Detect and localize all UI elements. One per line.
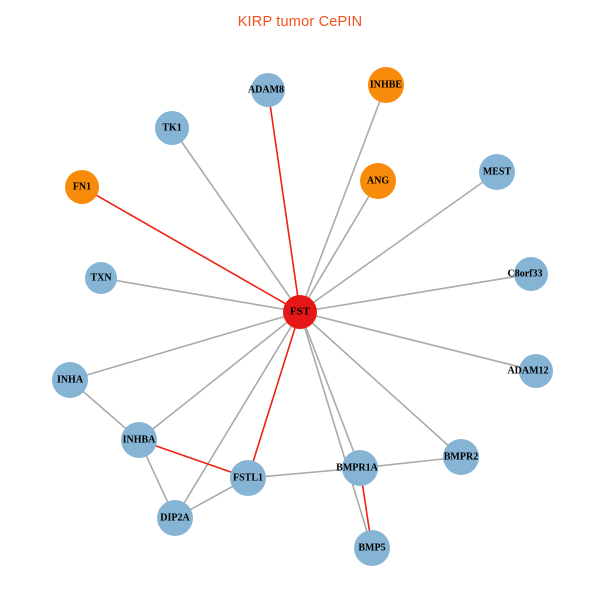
node-circle-fst[interactable] xyxy=(283,295,317,329)
edge-fst-dip2a xyxy=(174,311,301,519)
node-fst[interactable]: FST xyxy=(283,295,317,329)
node-label-inhbe: INHBE xyxy=(370,79,403,90)
node-label-fstl1: FSTL1 xyxy=(233,472,263,483)
node-label-ang: ANG xyxy=(367,175,389,186)
node-label-mest: MEST xyxy=(483,166,512,177)
node-inha[interactable]: INHA xyxy=(52,362,88,398)
node-circle-ang[interactable] xyxy=(360,163,396,199)
node-label-dip2a: DIP2A xyxy=(160,512,190,523)
edge-fst-adam12 xyxy=(299,311,537,372)
node-adam12[interactable]: ADAM12 xyxy=(507,354,553,388)
node-bmpr1a[interactable]: BMPR1A xyxy=(336,450,379,486)
node-label-fst: FST xyxy=(290,306,311,318)
edge-fst-inhba xyxy=(138,311,301,441)
node-mest[interactable]: MEST xyxy=(479,154,515,190)
node-circle-inhba[interactable] xyxy=(121,422,157,458)
node-circle-mest[interactable] xyxy=(479,154,515,190)
node-circle-inhbe[interactable] xyxy=(368,67,404,103)
edge-inhba-fstl1 xyxy=(138,439,249,479)
node-circle-dip2a[interactable] xyxy=(157,500,193,536)
edge-fst-txn xyxy=(100,277,301,313)
node-label-inhba: INHBA xyxy=(123,434,157,445)
node-circle-adam12[interactable] xyxy=(519,354,553,388)
node-inhbe[interactable]: INHBE xyxy=(368,67,404,103)
node-circle-fn1[interactable] xyxy=(65,170,99,204)
edge-fst-mest xyxy=(299,171,498,313)
edge-fst-bmpr2 xyxy=(299,311,462,458)
node-circle-fstl1[interactable] xyxy=(230,460,266,496)
node-circle-c8orf33[interactable] xyxy=(514,257,548,291)
node-tk1[interactable]: TK1 xyxy=(155,111,189,145)
node-label-bmpr2: BMPR2 xyxy=(444,451,478,462)
node-dip2a[interactable]: DIP2A xyxy=(157,500,193,536)
edge-fst-ang xyxy=(299,180,379,313)
node-label-txn: TXN xyxy=(90,272,112,283)
node-label-adam12: ADAM12 xyxy=(507,365,548,376)
edge-fst-fn1 xyxy=(81,186,301,313)
page-title: KIRP tumor CePIN xyxy=(237,14,363,30)
node-c8orf33[interactable]: C8orf33 xyxy=(508,257,549,291)
edge-fst-adam8 xyxy=(267,89,301,313)
node-fstl1[interactable]: FSTL1 xyxy=(230,460,266,496)
node-circle-txn[interactable] xyxy=(85,262,117,294)
edge-fst-inha xyxy=(69,311,301,381)
node-txn[interactable]: TXN xyxy=(85,262,117,294)
node-label-inha: INHA xyxy=(57,374,84,385)
node-circle-inha[interactable] xyxy=(52,362,88,398)
node-circle-tk1[interactable] xyxy=(155,111,189,145)
node-label-adam8: ADAM8 xyxy=(248,84,284,95)
node-label-bmp5: BMP5 xyxy=(358,542,385,553)
node-circle-bmp5[interactable] xyxy=(354,530,390,566)
node-bmp5[interactable]: BMP5 xyxy=(354,530,390,566)
node-label-bmpr1a: BMPR1A xyxy=(336,462,378,473)
node-fn1[interactable]: FN1 xyxy=(65,170,99,204)
edge-fst-fstl1 xyxy=(247,311,301,479)
edge-fst-bmpr1a xyxy=(299,311,361,469)
edge-fst-tk1 xyxy=(171,127,301,313)
node-circle-adam8[interactable] xyxy=(251,73,285,107)
edge-fst-inhbe xyxy=(299,84,387,313)
edge-fstl1-bmpr1a xyxy=(247,467,361,479)
node-bmpr2[interactable]: BMPR2 xyxy=(443,439,479,475)
node-inhba[interactable]: INHBA xyxy=(121,422,157,458)
edge-fst-bmp5 xyxy=(299,311,373,549)
node-label-fn1: FN1 xyxy=(73,181,91,192)
node-circle-bmpr1a[interactable] xyxy=(342,450,378,486)
node-label-c8orf33: C8orf33 xyxy=(508,268,543,279)
node-circle-bmpr2[interactable] xyxy=(443,439,479,475)
edge-fst-c8orf33 xyxy=(299,273,532,313)
node-adam8[interactable]: ADAM8 xyxy=(248,73,285,107)
node-label-tk1: TK1 xyxy=(162,122,181,133)
node-ang[interactable]: ANG xyxy=(360,163,396,199)
